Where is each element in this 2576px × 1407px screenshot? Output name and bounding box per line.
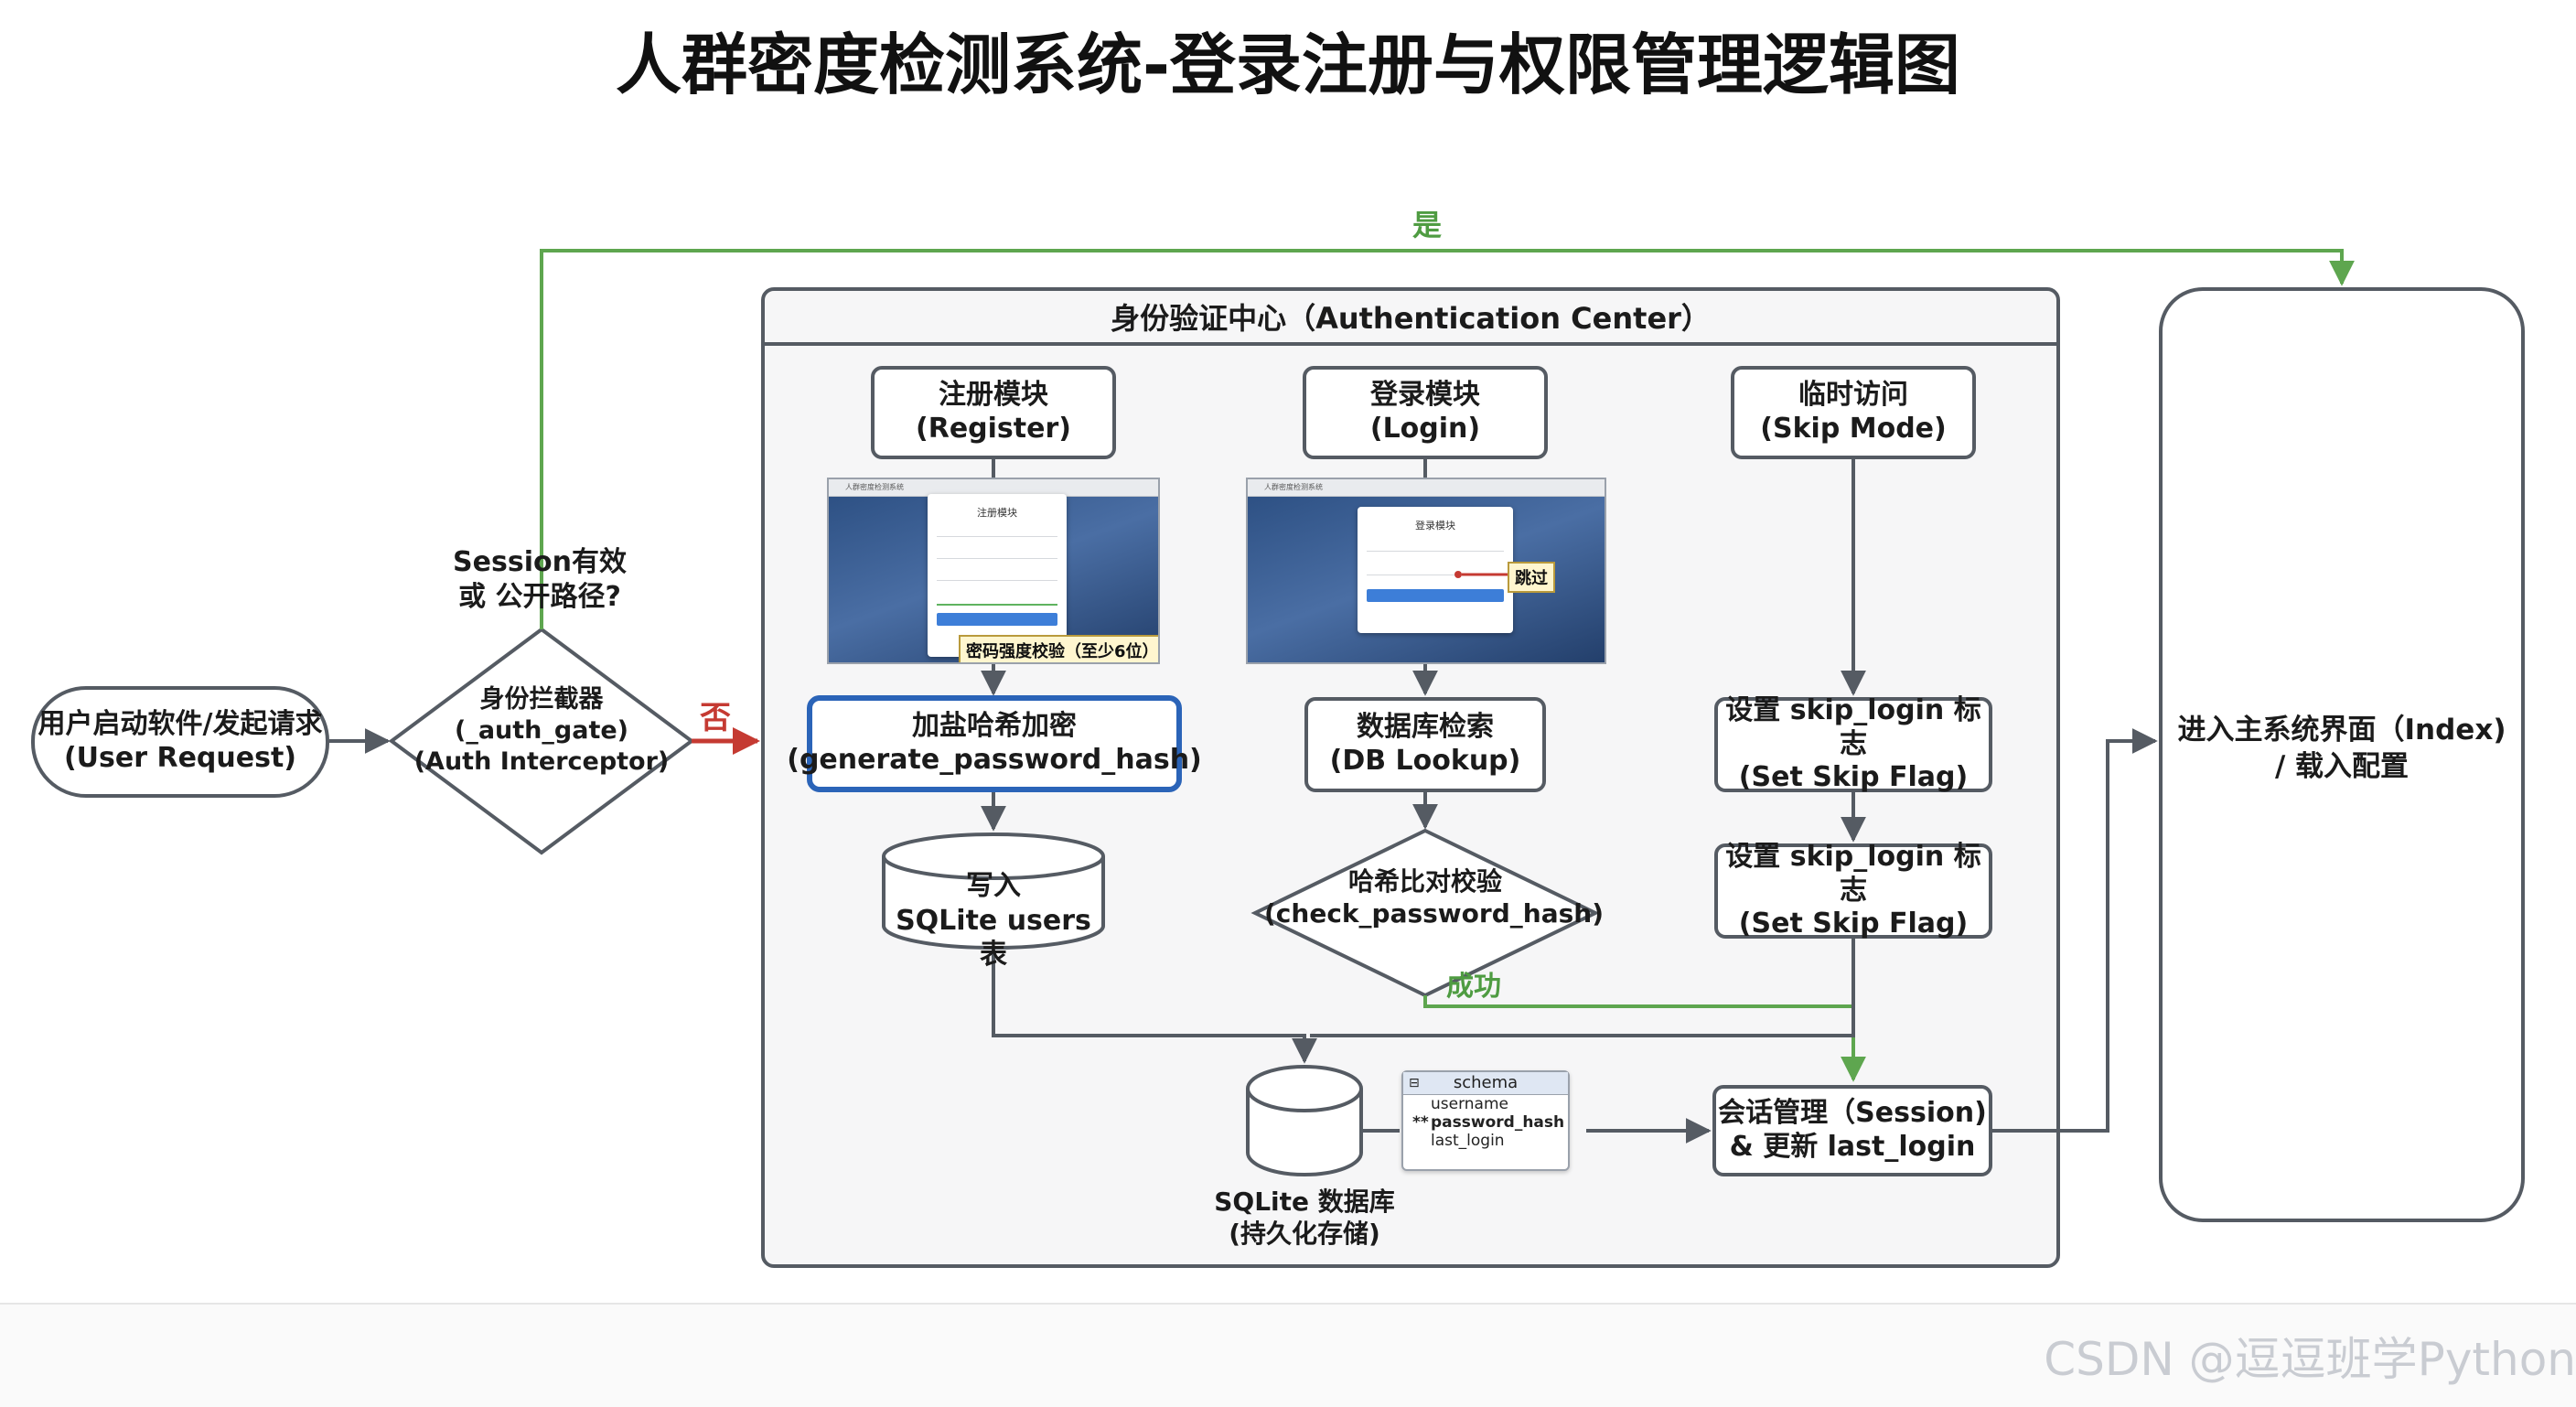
database-line1: SQLite 数据库 [1214,1187,1395,1217]
gate-question: Session有效 或 公开路径? [393,545,686,614]
write-db-cylinder [882,832,1105,950]
schema-collapse-icon: ⊟ [1409,1076,1420,1090]
schema-key-marker: ** [1412,1113,1429,1132]
check-hash-line1: 哈希比对校验 [1347,866,1502,897]
register-shot-card-title: 注册模块 [977,507,1017,519]
schema-field: username [1403,1095,1568,1113]
schema-field-name: last_login [1431,1132,1505,1150]
start-line2: (User Request) [63,742,297,774]
arrow-gate-yes [540,249,2355,629]
gate-line3: (Auth Interceptor) [413,746,670,776]
schema-field: **password_hash [1403,1113,1568,1132]
register-shot-field-3 [937,569,1057,581]
arrow-session-to-main [1992,728,2158,1133]
register-shot-field-2 [937,547,1057,559]
gate-label: 身份拦截器 (_auth_gate) (Auth Interceptor) [410,684,673,777]
yes-label: 是 [1411,208,1442,242]
skip-flag-2-line1: 设置 skip_login 标志 [1725,841,1981,907]
arrow-check-success [1423,995,1866,1082]
register-shot-field-1 [937,525,1057,537]
session-node: 会话管理（Session) & 更新 last_login [1712,1085,1992,1176]
skip-flag-1-line2: (Set Skip Flag) [1738,761,1969,794]
db-lookup-node: 数据库检索 (DB Lookup) [1304,697,1546,792]
db-lookup-line2: (DB Lookup) [1329,745,1521,777]
skip-module: 临时访问 (Skip Mode) [1731,366,1976,459]
hash-node: 加盐哈希加密 (generate_password_hash) [787,695,1202,792]
schema-field-name: username [1431,1095,1508,1113]
login-line2: (Login) [1369,413,1481,445]
login-shot-button [1367,589,1504,602]
login-module: 登录模块 (Login) [1303,366,1548,459]
gate-line2: (_auth_gate) [454,715,628,745]
footer-band [0,1303,2576,1407]
skip-line1: 临时访问 [1798,379,1908,412]
database-line2: (持久化存储) [1229,1219,1380,1249]
main-system-line1: 进入主系统界面（Index) [2177,714,2506,746]
page-title: 人群密度检测系统-登录注册与权限管理逻辑图 [616,27,1960,103]
schema-title-text: schema [1453,1073,1519,1092]
start-line1: 用户启动软件/发起请求 [38,708,323,741]
register-line2: (Register) [916,413,1071,445]
register-shot-card: 注册模块 [928,494,1067,657]
hash-line1: 加盐哈希加密 [912,710,1077,743]
login-line1: 登录模块 [1370,379,1480,412]
database-label: SQLite 数据库 (持久化存储) [1186,1186,1423,1250]
database-cylinder [1246,1065,1363,1176]
schema-field-name: password_hash [1431,1113,1565,1132]
write-db-label: 写入 SQLite users 表 [884,869,1103,972]
register-shot-button [937,613,1057,626]
gate-line1: 身份拦截器 [479,685,604,714]
login-shot-titlebar: 人群密度检测系统 [1248,479,1605,497]
login-shot-field-1 [1367,540,1504,552]
schema-title: ⊟ schema [1403,1072,1568,1095]
start-node: 用户启动软件/发起请求 (User Request) [31,686,329,798]
main-system-line2: / 载入配置 [2274,750,2410,784]
success-label: 成功 [1446,971,1501,1003]
schema-field: last_login [1403,1132,1568,1150]
skip-flag-node-1: 设置 skip_login 标志 (Set Skip Flag) [1714,694,1992,794]
no-label: 否 [700,700,731,736]
login-screenshot: 人群密度检测系统 登录模块 跳过 [1246,478,1606,664]
skip-flag-2-line2: (Set Skip Flag) [1738,908,1969,940]
register-line1: 注册模块 [939,379,1048,412]
login-shot-callout-arrow [1454,571,1508,578]
skip-flag-node-2: 设置 skip_login 标志 (Set Skip Flag) [1714,841,1992,940]
arrow-write-to-db [992,948,1317,1064]
gate-question-line2: 或 公开路径? [458,580,621,613]
session-line2: & 更新 last_login [1729,1131,1976,1163]
register-shot-callout: 密码强度校验（至少6位） [959,635,1158,662]
session-line1: 会话管理（Session) [1718,1097,1987,1130]
check-hash-line2: (check_password_hash) [1264,898,1604,929]
gate-question-line1: Session有效 [453,546,627,578]
auth-center-title: 身份验证中心（Authentication Center） [765,291,2056,346]
gate-diamond [388,627,695,855]
skip-flag-1-line1: 设置 skip_login 标志 [1725,694,1981,760]
csdn-watermark: CSDN @逗逗班学Python [2044,1333,2576,1386]
login-shot-card-title: 登录模块 [1415,520,1455,532]
check-hash-label: 哈希比对校验 (check_password_hash) [1264,865,1604,929]
login-shot-callout: 跳过 [1508,562,1555,593]
hash-line2: (generate_password_hash) [787,744,1202,776]
register-screenshot: 人群密度检测系统 注册模块 密码强度校验（至少6位） [827,478,1160,664]
login-shot-card: 登录模块 [1358,507,1513,633]
db-lookup-line1: 数据库检索 [1357,711,1494,744]
login-shot-field-2 [1367,564,1504,575]
write-db-line2: SQLite users 表 [896,904,1091,972]
main-system-panel: 进入主系统界面（Index) / 载入配置 [2159,287,2525,1222]
main-system-label: 进入主系统界面（Index) / 载入配置 [2163,712,2521,786]
register-module: 注册模块 (Register) [871,366,1116,459]
register-shot-strength-bar [937,593,1057,606]
write-db-line1: 写入 [966,870,1021,902]
skip-line2: (Skip Mode) [1760,413,1947,445]
arrow-flag2-to-merge [1310,937,1855,1037]
